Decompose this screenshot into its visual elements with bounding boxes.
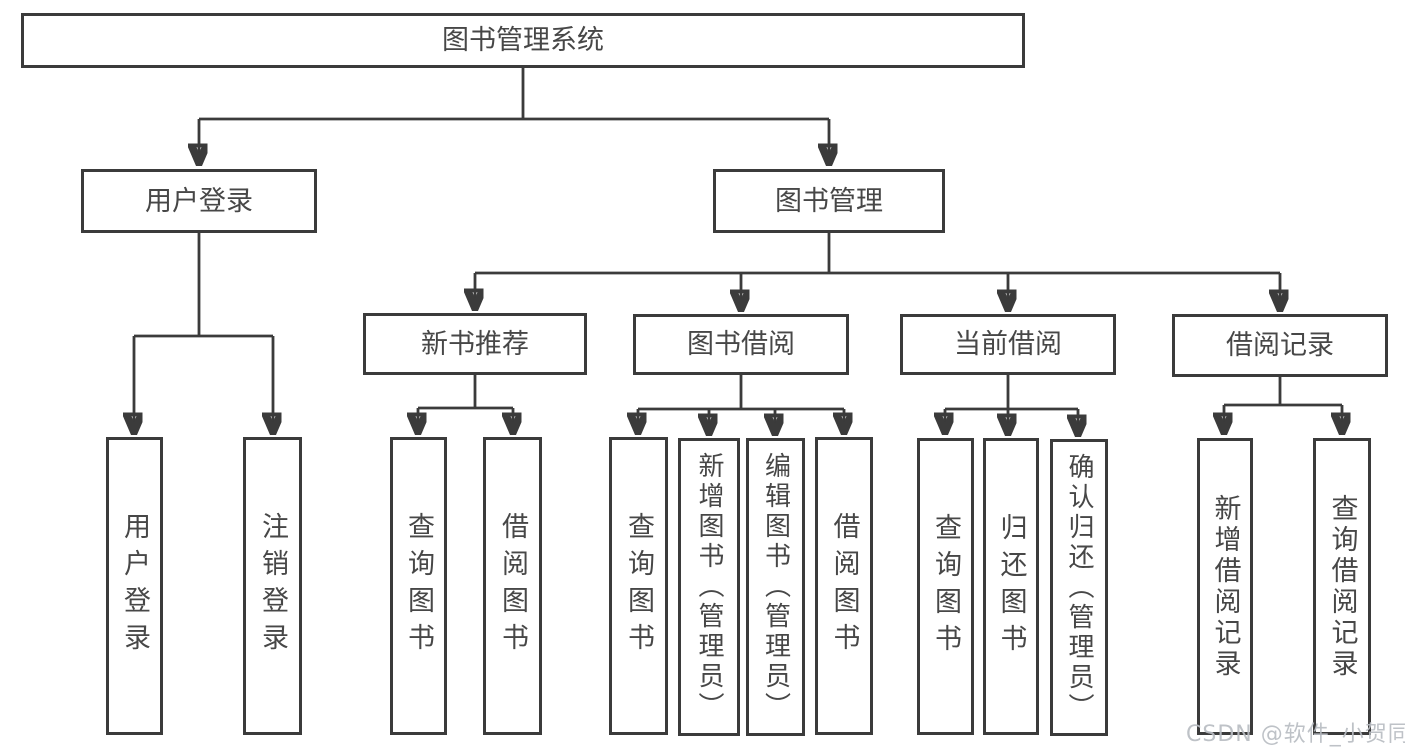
leaf-label: 归还图书 [995, 512, 1027, 661]
leaf-add-book-admin: 新增图书（管理员） [678, 438, 740, 736]
leaf-label: 借阅图书 [497, 512, 528, 660]
leaf-label: 新增图书（管理员） [694, 452, 724, 722]
leaf-label: 查询图书 [403, 512, 434, 660]
leaf-label: 查询图书 [930, 512, 961, 661]
node-user-login: 用户登录 [81, 169, 317, 233]
leaf-add-borrow-record: 新增借阅记录 [1197, 438, 1253, 735]
leaf-label: 编辑图书（管理员） [760, 452, 791, 722]
leaf-user-login: 用户登录 [106, 437, 163, 735]
node-book-borrow: 图书借阅 [633, 314, 849, 375]
node-borrow-records: 借阅记录 [1172, 314, 1388, 377]
leaf-borrow-books-recommend: 借阅图书 [483, 437, 542, 735]
csdn-watermark: CSDN @软件_小贺同学 [1186, 722, 1405, 747]
node-root-library-system: 图书管理系统 [21, 13, 1025, 68]
leaf-label: 用户登录 [119, 512, 150, 660]
leaf-borrow-books: 借阅图书 [815, 437, 873, 735]
node-book-management: 图书管理 [713, 169, 945, 233]
leaf-label: 查询借阅记录 [1326, 493, 1358, 680]
leaf-edit-book-admin: 编辑图书（管理员） [746, 438, 805, 736]
leaf-label: 注销登录 [257, 512, 288, 660]
leaf-logout: 注销登录 [243, 437, 302, 735]
leaf-label: 借阅图书 [828, 512, 860, 660]
leaf-label: 确认归还（管理员） [1064, 452, 1094, 723]
leaf-query-books-recommend: 查询图书 [390, 437, 447, 735]
node-current-borrow: 当前借阅 [900, 314, 1116, 375]
leaf-label: 新增借阅记录 [1209, 493, 1241, 680]
leaf-query-books-borrow: 查询图书 [609, 437, 668, 735]
leaf-query-books-current: 查询图书 [917, 438, 974, 735]
node-new-book-recommend: 新书推荐 [363, 313, 587, 375]
leaf-label: 查询图书 [623, 512, 654, 660]
leaf-query-borrow-record: 查询借阅记录 [1313, 438, 1371, 735]
leaf-confirm-return-admin: 确认归还（管理员） [1050, 439, 1108, 736]
leaf-return-book: 归还图书 [983, 438, 1039, 735]
